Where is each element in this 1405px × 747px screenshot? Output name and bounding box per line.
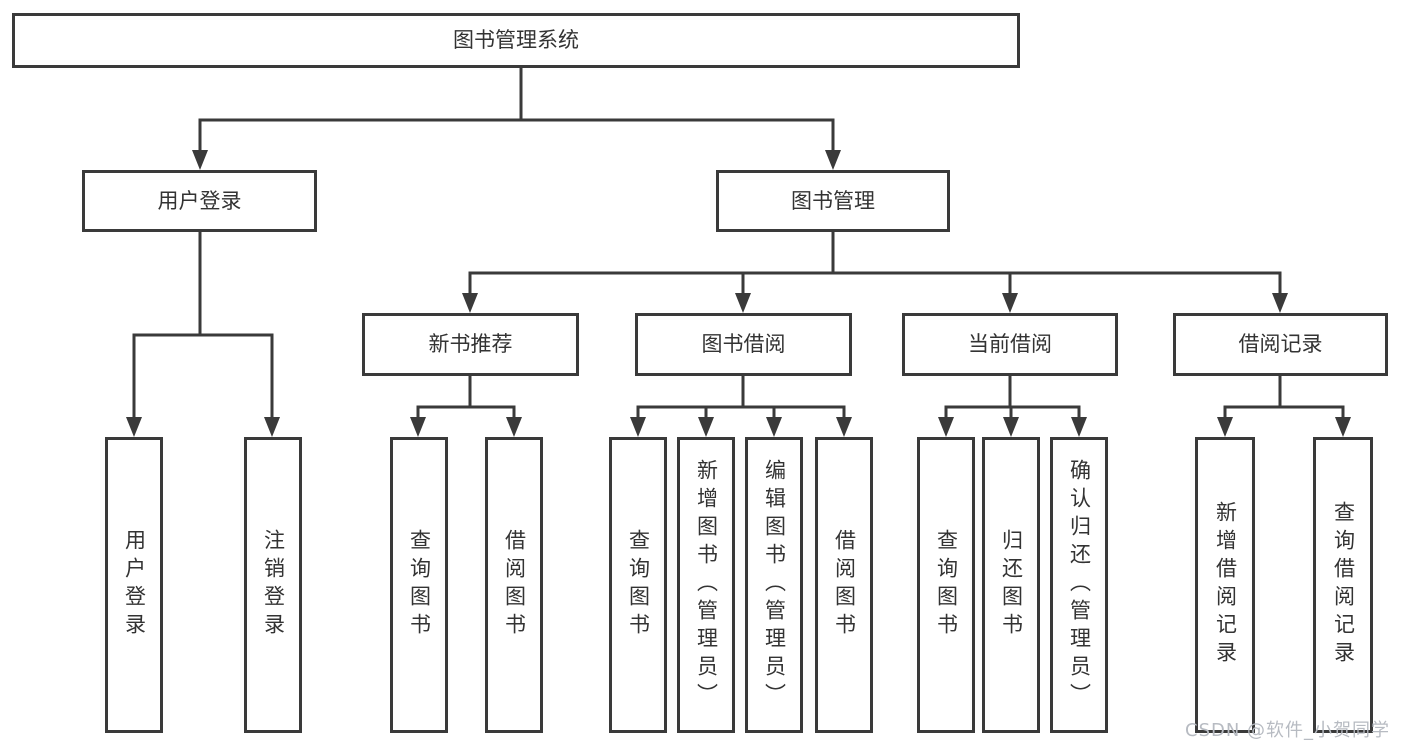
node-label: 借阅记录 <box>1238 332 1323 356</box>
node-library-management-system: 图书管理系统 <box>12 13 1020 68</box>
node-label: 查询图书 <box>934 529 959 641</box>
leaf-query-borrow-record: 查询借阅记录 <box>1313 437 1373 733</box>
node-label: 借阅图书 <box>832 529 857 641</box>
node-label: 新增图书（管理员） <box>694 459 719 711</box>
leaf-confirm-return-admin: 确认归还（管理员） <box>1050 437 1108 733</box>
csdn-watermark: CSDN @软件_小贺同学 <box>1185 720 1391 741</box>
node-label: 查询图书 <box>407 529 432 641</box>
node-user-login: 用户登录 <box>82 170 317 232</box>
node-label: 查询图书 <box>626 529 651 641</box>
node-label: 图书管理系统 <box>453 28 579 52</box>
node-current-borrowing: 当前借阅 <box>902 313 1118 376</box>
leaf-edit-books-admin: 编辑图书（管理员） <box>745 437 803 733</box>
node-label: 图书管理 <box>791 188 875 213</box>
leaf-borrow-books-borrowing: 借阅图书 <box>815 437 873 733</box>
node-label: 图书借阅 <box>701 332 786 356</box>
leaf-query-books-current: 查询图书 <box>917 437 975 733</box>
leaf-return-books: 归还图书 <box>982 437 1040 733</box>
node-label: 当前借阅 <box>968 332 1052 356</box>
leaf-logout-login: 注销登录 <box>244 437 302 733</box>
node-label: 新书推荐 <box>428 332 513 356</box>
node-label: 编辑图书（管理员） <box>762 459 787 711</box>
leaf-user-login: 用户登录 <box>105 437 163 733</box>
node-label: 借阅图书 <box>502 529 527 641</box>
leaf-query-books-recommendation: 查询图书 <box>390 437 448 733</box>
leaf-add-borrow-record: 新增借阅记录 <box>1195 437 1255 733</box>
leaf-add-books-admin: 新增图书（管理员） <box>677 437 735 733</box>
node-label: 查询借阅记录 <box>1331 501 1356 669</box>
leaf-borrow-books-recommendation: 借阅图书 <box>485 437 543 733</box>
node-label: 用户登录 <box>157 188 242 213</box>
node-new-book-recommendation: 新书推荐 <box>362 313 579 376</box>
node-label: 确认归还（管理员） <box>1067 459 1092 711</box>
node-label: 归还图书 <box>999 529 1024 641</box>
node-label: 注销登录 <box>261 529 286 641</box>
leaf-query-books-borrowing: 查询图书 <box>609 437 667 733</box>
node-label: 用户登录 <box>122 529 147 641</box>
node-book-management: 图书管理 <box>716 170 950 232</box>
node-label: 新增借阅记录 <box>1213 501 1238 669</box>
node-book-borrowing: 图书借阅 <box>635 313 852 376</box>
node-borrowing-records: 借阅记录 <box>1173 313 1388 376</box>
